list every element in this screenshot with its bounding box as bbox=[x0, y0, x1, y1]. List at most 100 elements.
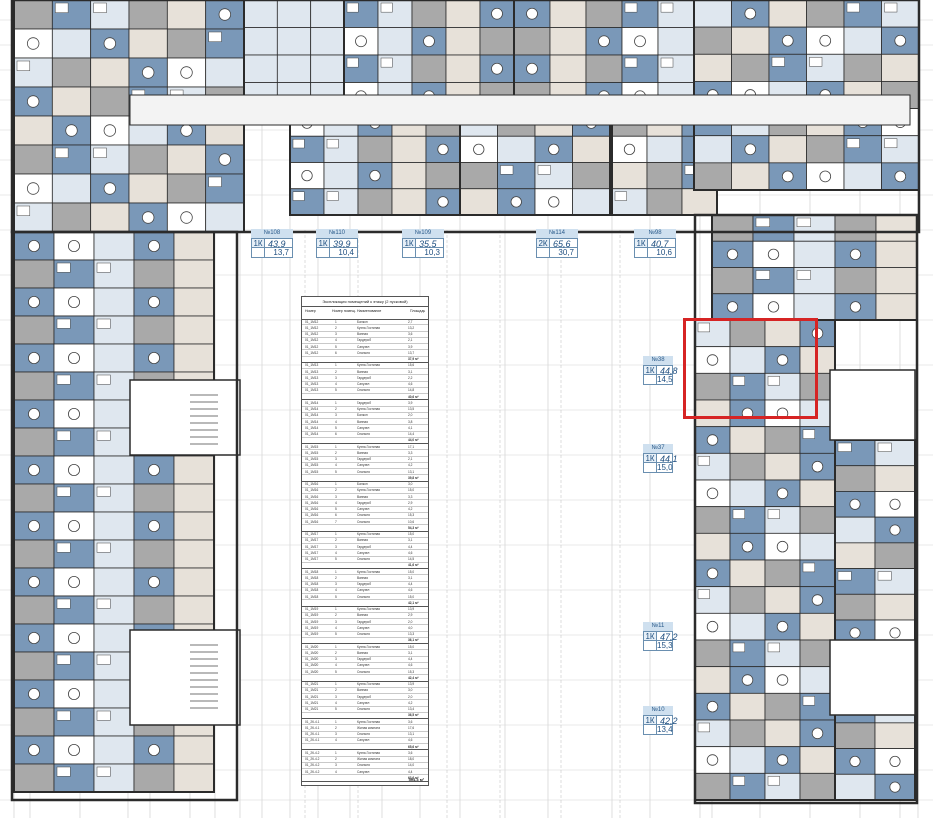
schedule-cell-area: 13,1 bbox=[408, 469, 415, 474]
bed-furniture bbox=[56, 262, 71, 273]
bed-furniture bbox=[96, 430, 111, 441]
schedule-cell-room: 2 bbox=[335, 450, 337, 455]
apartment-tag[interactable]: №10 1К 42,2 13,4 bbox=[643, 706, 678, 735]
bed-furniture bbox=[96, 710, 111, 721]
apartment-tag[interactable]: №37 1К 44,1 15,0 bbox=[643, 444, 678, 473]
bed-furniture bbox=[624, 2, 638, 13]
table-furniture bbox=[776, 354, 789, 366]
schedule-cell-area: 3,3 bbox=[408, 450, 413, 455]
bed-furniture bbox=[55, 2, 69, 13]
schedule-cell-area: 2,7 bbox=[408, 319, 413, 324]
room bbox=[799, 666, 836, 694]
schedule-cell-code: 01_2К-4.2 bbox=[305, 769, 320, 774]
apartment-tag[interactable]: №109 1К 35,5 10,3 bbox=[402, 229, 444, 258]
room bbox=[173, 539, 215, 569]
bed-furniture bbox=[500, 165, 514, 175]
schedule-cell-area: 2,1 bbox=[408, 338, 413, 343]
schedule-cell-area: 42,4 м² bbox=[408, 675, 419, 680]
room bbox=[764, 559, 801, 588]
table-furniture bbox=[598, 35, 610, 48]
schedule-cell-room: 4 bbox=[335, 588, 337, 593]
room bbox=[51, 57, 92, 88]
schedule-cell-code: 01_1М20 bbox=[305, 663, 319, 668]
room bbox=[391, 135, 427, 163]
room bbox=[874, 593, 916, 621]
schedule-cell-name: Спальня bbox=[357, 632, 370, 636]
room bbox=[51, 28, 92, 59]
apartment-tag[interactable]: №98 1К 40,7 10,6 bbox=[634, 229, 676, 258]
room bbox=[693, 53, 732, 82]
apartment-tag[interactable]: №110 1К 39,9 10,4 bbox=[316, 229, 358, 258]
bed-furniture bbox=[56, 318, 71, 329]
schedule-cell-area: 15,0 bbox=[408, 644, 415, 649]
apartment-tag[interactable]: №11 1К 47,2 15,3 bbox=[643, 622, 678, 651]
apartment-area: 35,5 bbox=[416, 238, 444, 249]
schedule-cell-name: Балкон bbox=[357, 319, 368, 324]
schedule-cell-name: Санузел bbox=[357, 738, 370, 743]
apartment-tag[interactable]: №108 1К 43,9 13,7 bbox=[251, 229, 293, 258]
apartment-tag[interactable]: №38 1К 44,8 14,5 bbox=[643, 356, 678, 385]
apartment-tag[interactable]: №114 2К 65,6 30,7 bbox=[536, 229, 578, 258]
room bbox=[276, 27, 312, 56]
schedule-cell-code: 01_2К-4.1 bbox=[305, 732, 320, 736]
schedule-cell-room: 3 bbox=[335, 413, 337, 418]
room bbox=[799, 772, 836, 801]
schedule-cell-code: 01_1М15 bbox=[305, 469, 319, 474]
table-furniture bbox=[68, 576, 81, 589]
schedule-cell-area: 3,0 bbox=[408, 482, 413, 486]
schedule-cell-name: Санузел bbox=[357, 769, 370, 774]
schedule-cell-room: 1 bbox=[335, 482, 337, 486]
table-furniture bbox=[741, 674, 754, 686]
table-furniture bbox=[776, 620, 789, 633]
stair-core bbox=[829, 369, 916, 441]
table-furniture bbox=[27, 295, 40, 308]
apartment-area: 39,9 bbox=[330, 238, 358, 249]
bed-furniture bbox=[56, 654, 71, 665]
table-furniture bbox=[68, 632, 81, 645]
schedule-cell-code: 01_1М19 bbox=[305, 625, 319, 630]
schedule-cell-code: 01_1М16 bbox=[305, 482, 319, 486]
room bbox=[51, 0, 92, 30]
schedule-cell-name: Спальня bbox=[357, 513, 370, 518]
schedule-cell-code: 01_1М12 bbox=[305, 338, 319, 343]
tag-spacer bbox=[251, 248, 265, 258]
schedule-subtotal-row: 42,1 м² bbox=[302, 600, 428, 607]
room bbox=[323, 162, 359, 190]
schedule-cell-area: 3,9 bbox=[408, 344, 413, 349]
bed-furniture bbox=[56, 486, 71, 497]
schedule-cell-code: 01_1М14 bbox=[305, 425, 319, 430]
schedule-cell-name: Санузел bbox=[357, 425, 370, 430]
table-furniture bbox=[68, 520, 81, 533]
schedule-cell-area: 14,8 bbox=[408, 388, 415, 393]
schedule-cell-name: Гардероб bbox=[357, 457, 372, 461]
schedule-cell-area: 3,8 bbox=[408, 419, 413, 424]
room bbox=[459, 162, 498, 190]
apartment-number: №110 bbox=[316, 229, 358, 238]
schedule-cell-room: 2 bbox=[335, 757, 337, 761]
schedule-cell-area: 3,1 bbox=[408, 538, 413, 543]
room bbox=[711, 267, 754, 295]
apartment-number: №38 bbox=[643, 356, 673, 365]
schedule-cell-name: Кухня-Гостиная bbox=[357, 569, 380, 574]
schedule-cell-name: Спальня bbox=[357, 707, 370, 711]
schedule-cell-room: 4 bbox=[335, 338, 337, 343]
apartment-area: 47,2 bbox=[657, 631, 678, 642]
schedule-cell-area: 3,1 bbox=[408, 650, 413, 655]
room bbox=[874, 722, 916, 749]
table-furniture bbox=[776, 540, 789, 553]
room bbox=[572, 188, 611, 216]
table-furniture bbox=[65, 124, 78, 137]
room bbox=[13, 86, 53, 117]
apartment-kind: 1К bbox=[316, 238, 330, 248]
schedule-cell-area: 4,4 bbox=[408, 657, 413, 661]
tag-spacer bbox=[643, 725, 657, 735]
